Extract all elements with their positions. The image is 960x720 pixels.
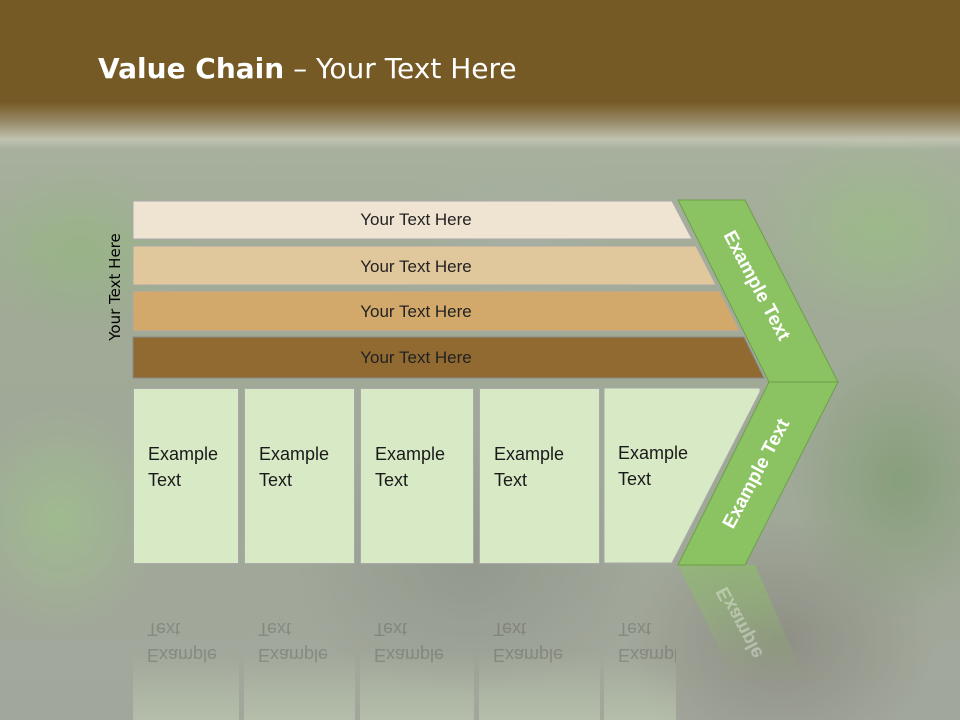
- reflection-5-line1: Example: [618, 645, 676, 665]
- primary-box-5-line1: Example: [618, 443, 689, 463]
- reflection-3-line2: Text: [374, 619, 408, 639]
- primary-box-5-reflection: Example Text: [604, 566, 676, 720]
- primary-box-1-reflection: Example Text: [133, 566, 239, 720]
- support-bar-2-label: Your Text Here: [360, 257, 472, 276]
- margin-arrow-reflection: [678, 565, 805, 680]
- title-bold: Value Chain: [98, 52, 285, 85]
- support-bar-3: [132, 290, 741, 332]
- primary-box-2: Example Text: [244, 388, 355, 564]
- primary-box-1-line2: Text: [148, 470, 182, 490]
- support-bar-4-label: Your Text Here: [360, 348, 472, 367]
- primary-box-4: Example Text: [479, 388, 600, 564]
- primary-box-1: Example Text: [133, 388, 239, 564]
- support-bar-2: [132, 245, 717, 286]
- primary-box-5: Example Text: [604, 388, 704, 528]
- primary-box-4-line1: Example: [494, 444, 565, 464]
- support-bar-3-label: Your Text Here: [360, 302, 472, 321]
- primary-box-3-line1: Example: [375, 444, 446, 464]
- title-rest: – Your Text Here: [284, 52, 517, 85]
- primary-box-2-line1: Example: [259, 444, 330, 464]
- support-bar-1: [132, 200, 693, 240]
- primary-box-3: Example Text: [360, 388, 474, 564]
- margin-arrow-bottom: [677, 381, 839, 566]
- title-band: [0, 0, 960, 150]
- primary-box-3-line2: Text: [375, 470, 409, 490]
- slide-title: Value Chain – Your Text Here: [98, 52, 517, 85]
- primary-box-5-line2: Text: [618, 469, 652, 489]
- reflection-1-line2: Text: [147, 619, 181, 639]
- support-bar-4: [132, 336, 765, 379]
- primary-box-2-reflection: Example Text: [244, 566, 355, 720]
- reflection-2-line1: Example: [258, 645, 329, 665]
- primary-box-3-reflection: Example Text: [360, 566, 474, 720]
- reflection-3-line1: Example: [374, 645, 445, 665]
- reflection-5-line2: Text: [618, 619, 652, 639]
- primary-box-5-shape: [603, 387, 761, 564]
- support-bar-1-label: Your Text Here: [360, 210, 472, 229]
- primary-box-4-line2: Text: [494, 470, 528, 490]
- reflection-2-line2: Text: [258, 619, 292, 639]
- reflection-4-line1: Example: [493, 645, 564, 665]
- primary-box-2-line2: Text: [259, 470, 293, 490]
- reflection-1-line1: Example: [147, 645, 218, 665]
- reflection-4-line2: Text: [493, 619, 527, 639]
- primary-box-4-reflection: Example Text: [479, 566, 600, 720]
- primary-box-1-line1: Example: [148, 444, 219, 464]
